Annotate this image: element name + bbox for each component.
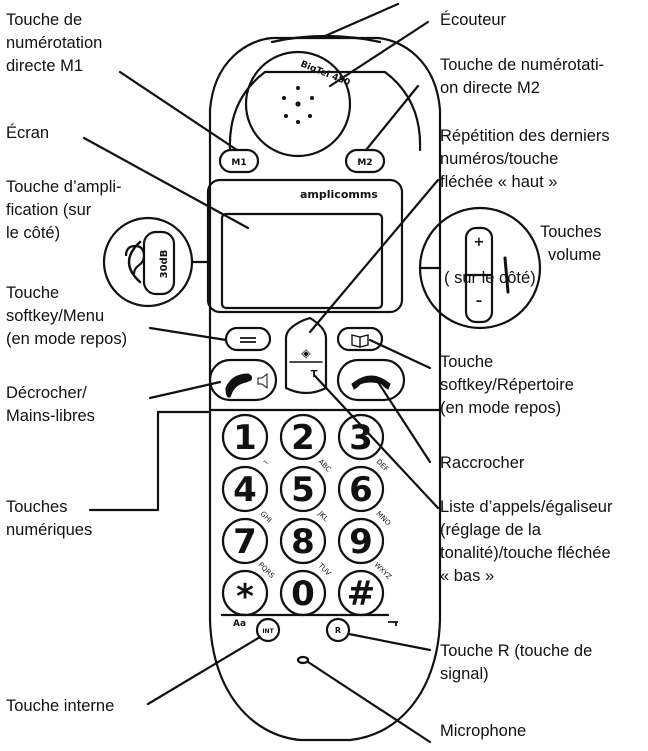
ear-icon: [124, 244, 146, 275]
key-1-sub: ⌐: [261, 458, 271, 468]
earpiece-speaker: [244, 50, 352, 158]
leader-r: [347, 632, 432, 652]
label-ecouteur: Écouteur: [440, 11, 507, 29]
int-key-label: INT: [262, 628, 274, 635]
speaker-dots: [282, 86, 314, 124]
label-decrocher: Décrocher/Mains-libres: [6, 384, 95, 425]
m1-key[interactable]: [218, 148, 260, 174]
nav-down-symbol: T: [311, 369, 318, 380]
key-9: 9: [349, 522, 373, 562]
key-star-ring[interactable]: [221, 569, 269, 617]
leader-micro: [306, 660, 432, 744]
nav-key[interactable]: [284, 316, 328, 395]
key-hash-ring[interactable]: [337, 569, 385, 617]
display-screen: [220, 212, 384, 310]
leader-m1: [118, 70, 239, 152]
key-5-ring[interactable]: [279, 465, 327, 513]
leader-top: [323, 2, 400, 38]
key-7: 7: [233, 522, 257, 562]
label-raccrocher: Raccrocher: [440, 454, 525, 472]
leader-interne: [146, 635, 262, 706]
hangup-key[interactable]: [336, 358, 406, 402]
key-8-ring[interactable]: [279, 517, 327, 565]
int-key[interactable]: [255, 617, 281, 643]
brand-logo: amplicomms: [300, 188, 378, 201]
book-icon: [351, 334, 369, 348]
r-key[interactable]: [325, 617, 351, 643]
key-star: *: [236, 577, 254, 617]
key-1: 1: [233, 418, 257, 458]
key-3: 3: [349, 418, 373, 458]
label-ecran: Écran: [6, 124, 50, 142]
vol-minus: –: [476, 294, 483, 309]
boost-label: 30dB: [159, 250, 170, 279]
label-interne: Touche interne: [6, 697, 115, 715]
leader-ecran: [82, 136, 250, 230]
key-5: 5: [291, 470, 315, 510]
vol-plus: +: [474, 235, 485, 250]
call-key[interactable]: [208, 358, 278, 402]
key-8: 8: [291, 522, 315, 562]
m1-key-label: M1: [231, 158, 246, 168]
key-hash: #: [347, 574, 376, 614]
key-2: 2: [291, 418, 315, 458]
microphone-hole: [296, 655, 310, 665]
leader-menu: [148, 326, 228, 342]
display-bezel: [206, 178, 404, 314]
key-8-sub: TUV: [316, 561, 333, 578]
upper-panel: [228, 70, 422, 152]
phone-body: [208, 36, 442, 742]
leader-raccrocher: [376, 380, 432, 464]
leader-repetition: [308, 178, 440, 334]
leader-m2: [364, 84, 420, 152]
key-3-ring[interactable]: [337, 413, 385, 461]
key-1-ring[interactable]: [221, 413, 269, 461]
key-3-sub: DEF: [375, 458, 390, 473]
key-5-sub: JKL: [316, 509, 330, 523]
m2-key-label: M2: [357, 158, 372, 168]
leader-liste: [313, 374, 440, 510]
leader-rep: [368, 338, 432, 370]
key-2-ring[interactable]: [279, 413, 327, 461]
leader-decrocher: [148, 380, 222, 400]
key-2-sub: ABC: [317, 458, 333, 474]
label-microphone: Microphone: [440, 722, 527, 740]
key-0: 0: [291, 574, 315, 614]
key-icon: [388, 621, 398, 626]
phonebook-softkey[interactable]: [336, 326, 384, 352]
boost-side-key[interactable]: [142, 230, 176, 296]
leader-numeriques: [88, 410, 210, 512]
menu-icon: [240, 337, 256, 343]
key-4-sub: GHI: [259, 510, 274, 525]
label-volume: Touches volume ( sur le côté): [444, 223, 602, 287]
label-m2: Touche de numérotati-on directe M2: [440, 56, 605, 97]
hangup-icon: [351, 375, 391, 390]
speaker-icon: [257, 372, 268, 390]
model-name: BigTel 480: [299, 60, 351, 89]
key-4: 4: [233, 470, 257, 510]
aa-label: Aa: [233, 619, 246, 629]
r-key-label: R: [335, 626, 341, 635]
key-6: 6: [349, 470, 373, 510]
key-7-ring[interactable]: [221, 517, 269, 565]
key-9-sub: WXYZ: [373, 561, 394, 582]
leader-ecouteur: [328, 20, 430, 88]
call-icon: [225, 373, 253, 398]
key-4-ring[interactable]: [221, 465, 269, 513]
menu-softkey[interactable]: [224, 326, 272, 352]
key-9-ring[interactable]: [337, 517, 385, 565]
nav-up-symbol: ◈: [301, 346, 311, 360]
key-0-ring[interactable]: [279, 569, 327, 617]
key-6-ring[interactable]: [337, 465, 385, 513]
